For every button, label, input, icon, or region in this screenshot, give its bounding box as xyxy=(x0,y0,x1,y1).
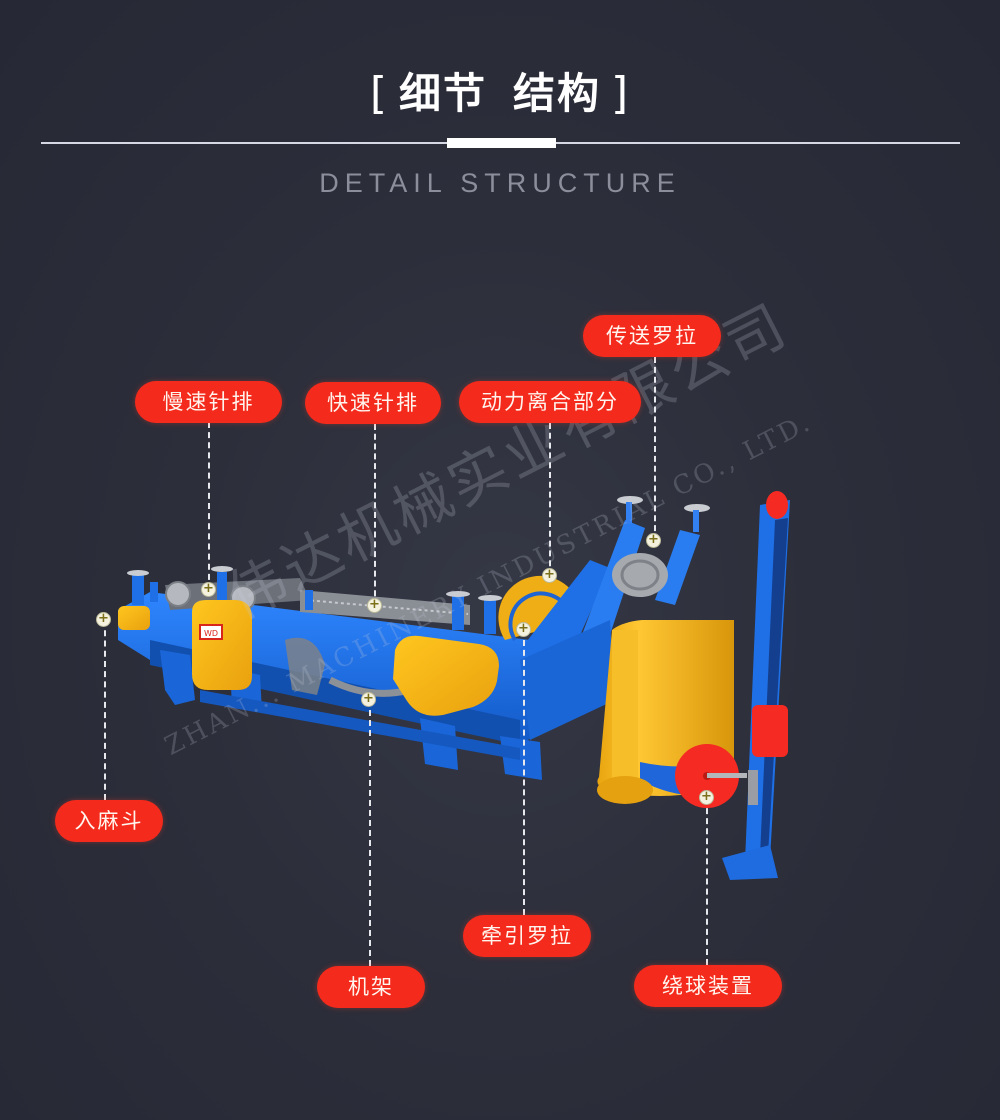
svg-text:WD: WD xyxy=(204,629,218,638)
plus-circle-icon[interactable]: + xyxy=(542,568,557,583)
section-title: [细节结构] xyxy=(0,66,1000,122)
section-subtitle: DETAIL STRUCTURE xyxy=(319,168,681,198)
winding-disc xyxy=(675,744,747,808)
plus-circle-icon[interactable]: + xyxy=(516,622,531,637)
callout-transfer-roller[interactable]: 传送罗拉 xyxy=(583,315,721,357)
callout-power-clutch[interactable]: 动力离合部分 xyxy=(459,381,641,423)
callout-frame[interactable]: 机架 xyxy=(317,966,425,1008)
plus-circle-icon[interactable]: + xyxy=(361,692,376,707)
title-part-2: 结构 xyxy=(513,69,602,118)
handwheel-posts xyxy=(132,572,496,634)
leader-line-fast-needle-row xyxy=(374,424,376,606)
handwheels xyxy=(127,496,710,601)
leader-line-frame xyxy=(369,700,371,966)
leader-line-ball-winding xyxy=(706,798,708,965)
plus-circle-icon[interactable]: + xyxy=(699,790,714,805)
title-right-bracket: ] xyxy=(611,68,631,119)
leader-line-slow-needle-row xyxy=(208,422,210,590)
callout-ball-winding-device[interactable]: 绕球装置 xyxy=(634,965,782,1007)
gear-cover-right xyxy=(393,635,499,716)
callout-feed-hopper[interactable]: 入麻斗 xyxy=(55,800,163,842)
feed-hopper-shape xyxy=(118,606,150,630)
plus-circle-icon[interactable]: + xyxy=(96,612,111,627)
drafting-head xyxy=(520,502,700,740)
leader-line-traction-roller xyxy=(523,630,525,915)
plus-circle-icon[interactable]: + xyxy=(201,582,216,597)
title-left-bracket: [ xyxy=(369,68,389,119)
leader-line-transfer-roller xyxy=(654,357,656,541)
leader-line-feed-hopper xyxy=(104,620,106,800)
leader-line-power-clutch xyxy=(549,423,551,576)
winding-column xyxy=(722,491,790,880)
title-divider-accent xyxy=(447,138,556,148)
callout-fast-needle-row[interactable]: 快速针排 xyxy=(305,382,441,424)
callout-traction-roller[interactable]: 牵引罗拉 xyxy=(463,915,591,957)
plus-circle-icon[interactable]: + xyxy=(367,598,382,613)
callout-slow-needle-row[interactable]: 慢速针排 xyxy=(135,381,282,423)
gear-cover-left: WD xyxy=(192,600,252,690)
title-part-1: 细节 xyxy=(398,69,487,118)
plus-circle-icon[interactable]: + xyxy=(646,533,661,548)
